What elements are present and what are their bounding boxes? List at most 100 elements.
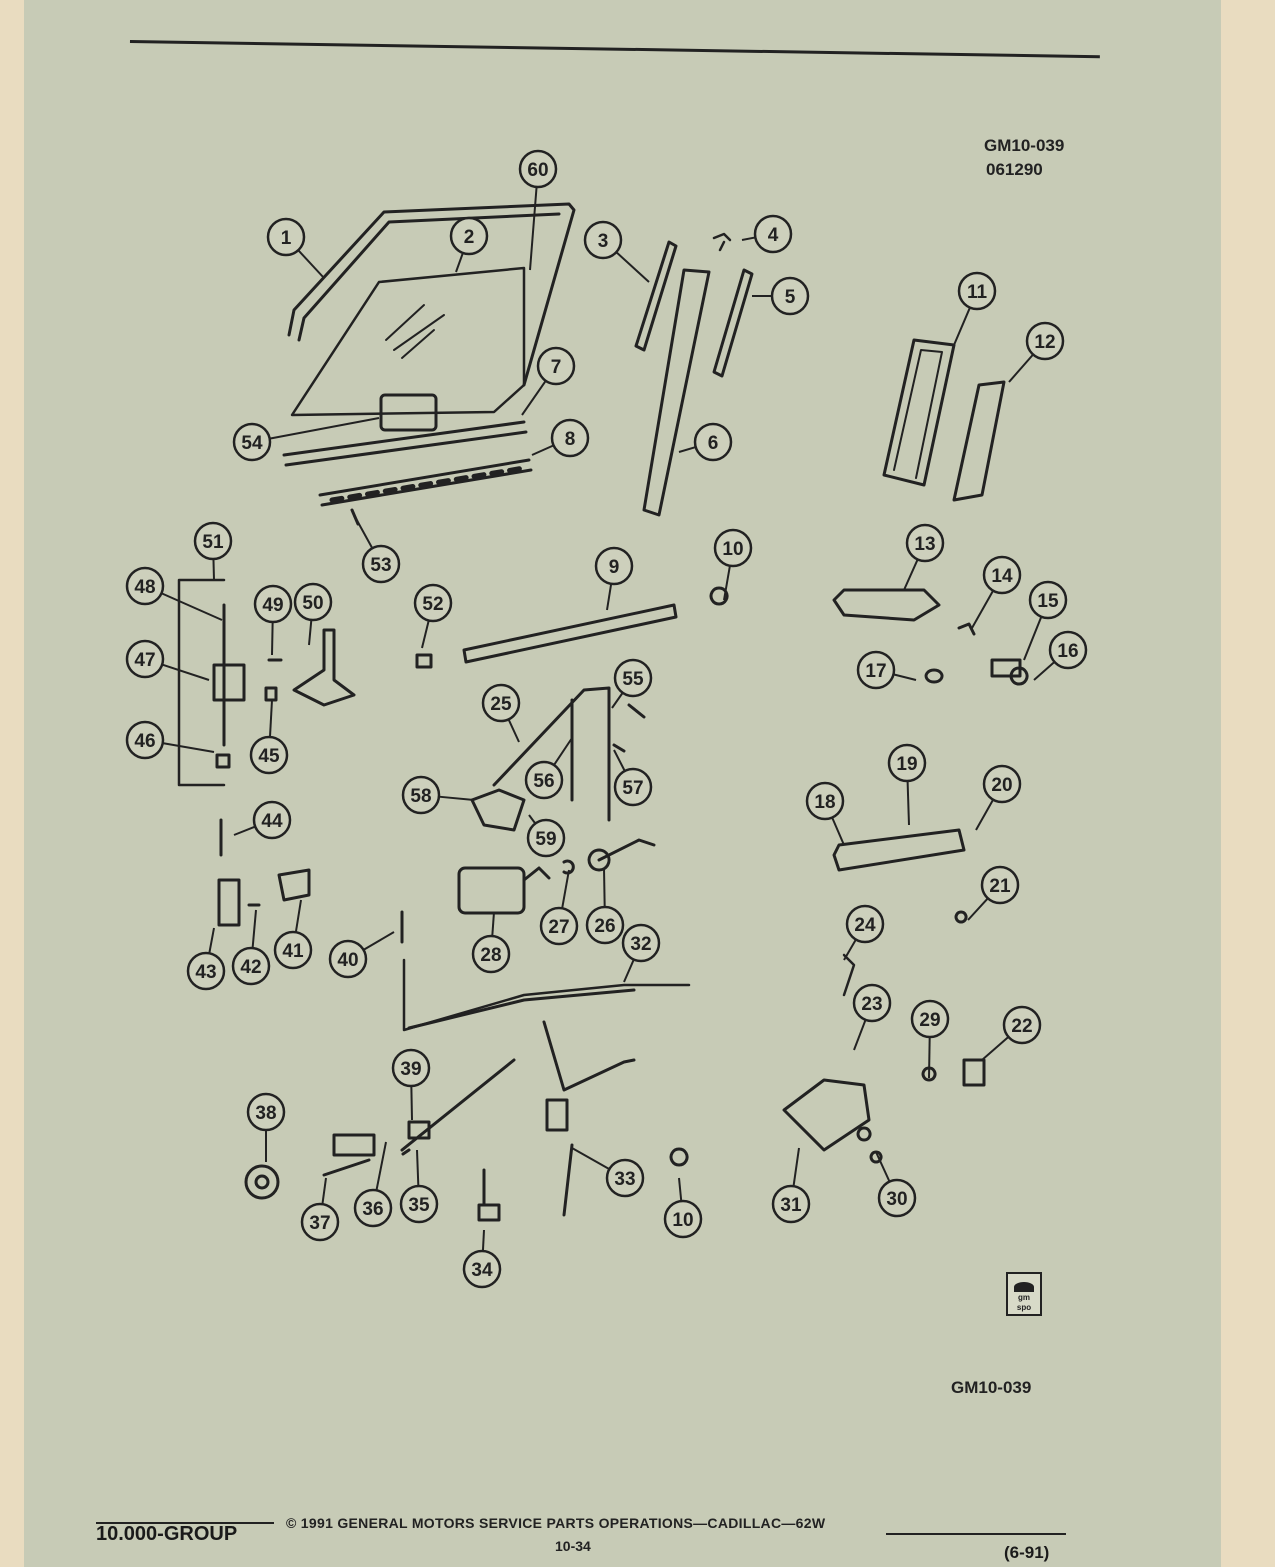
callout-number: 32 xyxy=(630,934,651,955)
callout-6: 6 xyxy=(693,422,733,462)
callout-2: 2 xyxy=(449,216,489,256)
callout-18: 18 xyxy=(805,781,845,821)
callout-leader xyxy=(521,380,547,416)
part-window-regulator xyxy=(470,788,526,832)
callout-21: 21 xyxy=(980,865,1020,905)
part-grommet xyxy=(244,1164,280,1200)
callout-number: 17 xyxy=(865,661,886,682)
callout-number: 12 xyxy=(1034,332,1055,353)
callout-number: 37 xyxy=(309,1213,330,1234)
callout-leader xyxy=(561,869,570,909)
callout-53: 53 xyxy=(361,544,401,584)
callout-number: 53 xyxy=(370,555,391,576)
callout-leader xyxy=(363,931,395,951)
callout-13: 13 xyxy=(905,523,945,563)
callout-number: 42 xyxy=(240,957,261,978)
callout-number: 49 xyxy=(262,595,283,616)
callout-50: 50 xyxy=(293,582,333,622)
callout-number: 27 xyxy=(548,917,569,938)
callout-circle xyxy=(887,743,927,783)
callout-35: 35 xyxy=(399,1184,439,1224)
footer-group: 10.000-GROUP xyxy=(96,1523,238,1545)
callout-39: 39 xyxy=(391,1048,431,1088)
callout-circle xyxy=(401,775,441,815)
callout-32: 32 xyxy=(621,923,661,963)
callout-circle xyxy=(982,764,1022,804)
callout-circle xyxy=(462,1249,502,1289)
callout-41: 41 xyxy=(273,930,313,970)
callout-10: 10 xyxy=(663,1199,703,1239)
callout-number: 25 xyxy=(490,694,512,715)
callout-number: 20 xyxy=(991,775,1012,796)
callout-leader xyxy=(375,1141,387,1191)
callout-11: 11 xyxy=(957,271,997,311)
footer-page-number: 10-34 xyxy=(555,1538,591,1554)
callout-28: 28 xyxy=(471,934,511,974)
footer-rule-right xyxy=(886,1533,1066,1535)
callout-circle xyxy=(536,346,576,386)
callout-52: 52 xyxy=(413,583,453,623)
callout-circle xyxy=(186,951,226,991)
callout-number: 50 xyxy=(302,593,323,614)
callout-leader xyxy=(1008,353,1034,383)
callout-circle xyxy=(771,1184,811,1224)
callout-55: 55 xyxy=(613,658,653,698)
callout-15: 15 xyxy=(1028,580,1068,620)
callout-circle xyxy=(845,904,885,944)
callout-circle xyxy=(1048,630,1088,670)
callout-number: 41 xyxy=(282,941,304,962)
callout-number: 51 xyxy=(202,532,224,553)
callout-circle xyxy=(980,865,1020,905)
callout-circle xyxy=(125,639,165,679)
callout-leader xyxy=(831,817,845,846)
callout-25: 25 xyxy=(481,683,521,723)
callout-circle xyxy=(663,1199,703,1239)
callout-number: 30 xyxy=(886,1189,907,1210)
callout-19: 19 xyxy=(887,743,927,783)
callout-circle xyxy=(613,767,653,807)
callout-30: 30 xyxy=(877,1178,917,1218)
callout-number: 57 xyxy=(622,778,643,799)
callout-number: 5 xyxy=(785,287,796,308)
callout-number: 46 xyxy=(134,731,155,752)
callout-leader xyxy=(161,663,210,681)
callout-leader xyxy=(553,737,573,766)
callout-circle xyxy=(449,216,489,256)
callout-27: 27 xyxy=(539,906,579,946)
callout-42: 42 xyxy=(231,946,271,986)
callout-number: 3 xyxy=(598,231,609,252)
callout-number: 33 xyxy=(614,1169,635,1190)
callout-number: 28 xyxy=(480,945,501,966)
callout-number: 2 xyxy=(464,227,475,248)
callout-leader xyxy=(971,590,995,629)
callout-leader xyxy=(321,1177,327,1205)
callout-46: 46 xyxy=(125,720,165,760)
callout-circle xyxy=(1002,1005,1042,1045)
callout-leader xyxy=(531,444,554,456)
callout-20: 20 xyxy=(982,764,1022,804)
callout-60: 60 xyxy=(518,149,558,189)
callout-number: 8 xyxy=(565,429,576,450)
callout-24: 24 xyxy=(845,904,885,944)
callout-circle xyxy=(1028,580,1068,620)
callout-circle xyxy=(266,217,306,257)
callout-number: 13 xyxy=(914,534,935,555)
callout-circle xyxy=(693,422,733,462)
logo-dome xyxy=(1014,1282,1034,1292)
callout-37: 37 xyxy=(300,1202,340,1242)
callout-leader xyxy=(615,251,650,283)
callout-circle xyxy=(550,418,590,458)
callout-leader xyxy=(528,814,537,825)
callout-43: 43 xyxy=(186,951,226,991)
callout-circle xyxy=(246,1092,286,1132)
callout-circle xyxy=(905,523,945,563)
callout-number: 59 xyxy=(535,829,556,850)
callout-leader xyxy=(981,1036,1010,1061)
callout-leader xyxy=(271,621,274,656)
callout-leader xyxy=(853,1019,867,1051)
callout-circle xyxy=(471,934,511,974)
callout-circle xyxy=(293,582,333,622)
callout-circle xyxy=(125,566,165,606)
callout-number: 43 xyxy=(195,962,216,983)
logo-text-gm: gm xyxy=(1018,1293,1030,1302)
